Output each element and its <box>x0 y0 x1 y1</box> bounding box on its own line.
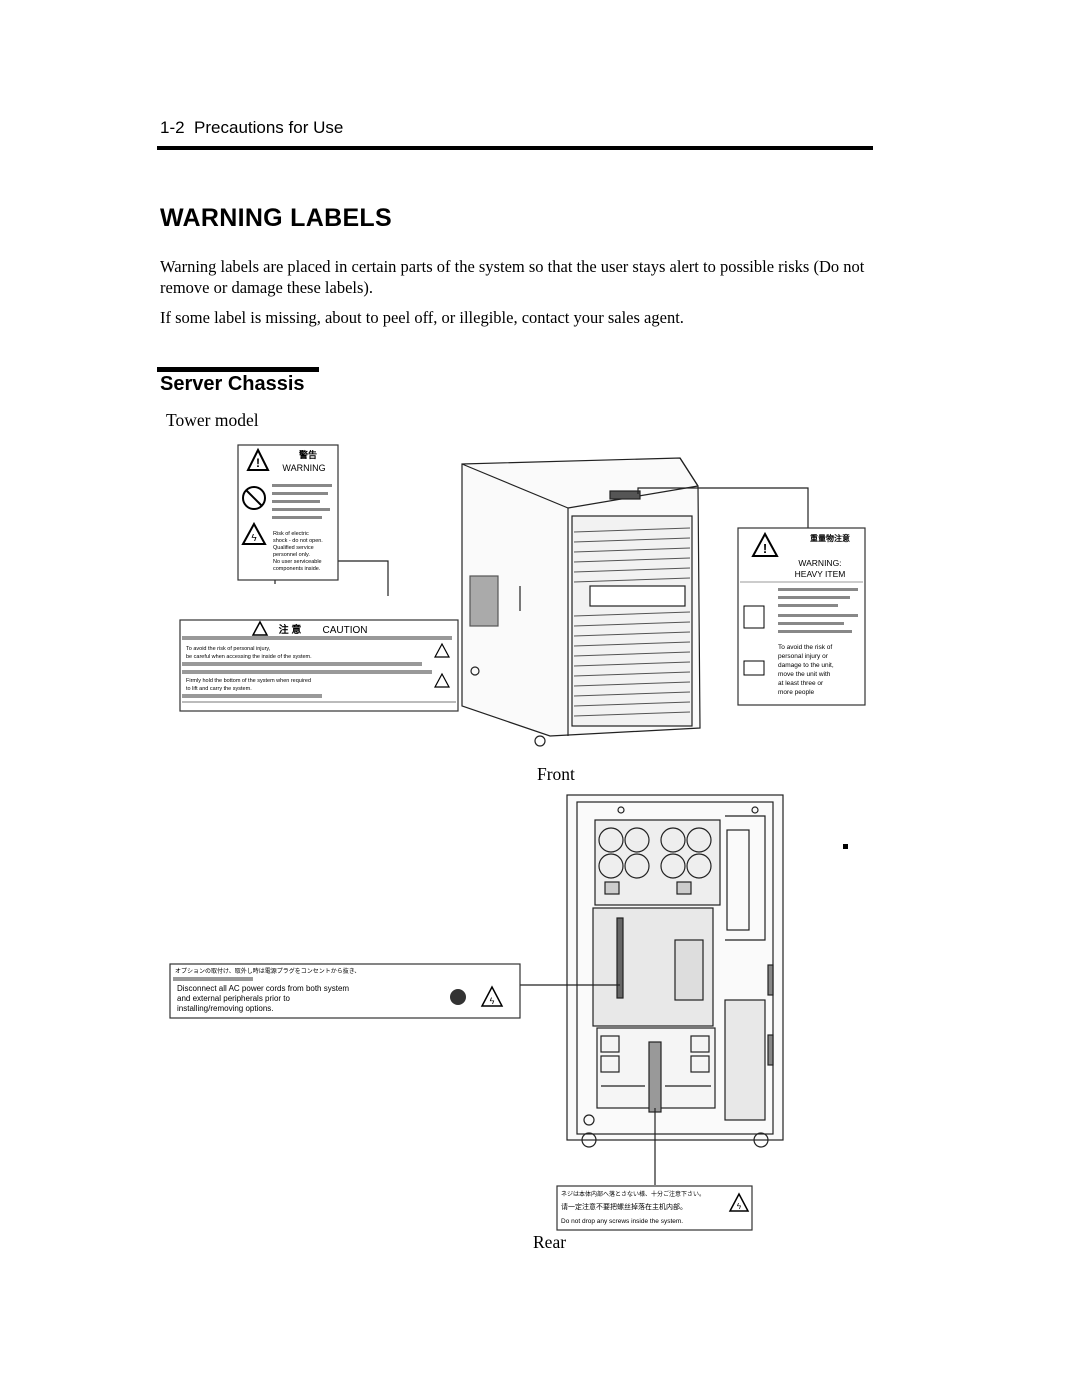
electric-line-1: Risk of electric <box>273 531 309 537</box>
screws-line: Do not drop any screws inside the system… <box>561 1218 683 1225</box>
label-heavy-item: ! 重量物注意 WARNING: HEAVY ITEM To avoid the… <box>737 527 866 706</box>
electric-line-4: personnel only. <box>273 552 310 558</box>
caution-jp-title: 注 意 <box>279 623 302 636</box>
heavy-jp-title: 重量物注意 <box>810 533 850 543</box>
header-rule <box>157 146 873 150</box>
label-screws: ネジは本体内部へ落とさない様、十分ご注意下さい。 请一定注意不要把螺丝掉落在主机… <box>556 1185 753 1231</box>
heavy-line-6: more people <box>778 689 815 696</box>
electric-line-6: components inside. <box>273 566 321 572</box>
screws-jp-line-1: ネジは本体内部へ落とさない様、十分ご注意下さい。 <box>561 1190 705 1198</box>
section-header-title: Precautions for Use <box>194 118 344 137</box>
caution-title: CAUTION <box>323 625 368 636</box>
contact-paragraph: If some label is missing, about to peel … <box>160 308 684 327</box>
server-tower-rear <box>566 794 784 1148</box>
section-ref: 1-2 <box>160 118 185 137</box>
front-caption: Front <box>537 764 575 784</box>
electric-hazard-icon <box>480 985 504 1007</box>
power-line-1: Disconnect all AC power cords from both … <box>177 984 349 993</box>
svg-text:ϟ: ϟ <box>251 533 257 544</box>
caution-line-3: Firmly hold the bottom of the system whe… <box>186 678 311 684</box>
screws-jp-line-2: 请一定注意不要把螺丝掉落在主机内部。 <box>561 1202 687 1211</box>
running-header: 1-2 Precautions for Use <box>160 118 343 138</box>
electric-line-5: No user serviceable <box>273 559 322 565</box>
section-title: Server Chassis <box>160 373 305 395</box>
svg-text:ϟ: ϟ <box>737 1202 742 1211</box>
label-electric-shock: ! 警告 WARNING ϟ Risk of electric shock - … <box>237 444 339 581</box>
heavy-line-3: damage to the unit, <box>778 662 834 669</box>
svg-text:!: ! <box>763 541 767 556</box>
rear-caption: Rear <box>533 1232 567 1252</box>
caution-line-4: to lift and carry the system. <box>186 686 252 692</box>
heavy-title-1: WARNING: <box>798 558 841 568</box>
power-line-2: and external peripherals prior to <box>177 994 291 1003</box>
caution-line-2: be careful when accessing the inside of … <box>186 654 312 660</box>
svg-text:ϟ: ϟ <box>490 996 495 1006</box>
leader-line-heavy <box>637 487 809 529</box>
electric-line-3: Qualified service <box>273 545 314 551</box>
svg-text:!: ! <box>256 456 260 470</box>
page-title: WARNING LABELS <box>160 204 392 232</box>
stray-mark <box>843 844 848 849</box>
unplug-icon <box>450 989 466 1005</box>
electric-line-2: shock - do not open. <box>273 538 323 544</box>
screw-hazard-icon <box>728 1192 750 1212</box>
electric-jp-title: 警告 <box>299 449 317 460</box>
label-caution: 注 意 CAUTION To avoid the risk of persona… <box>179 619 459 712</box>
section-rule <box>157 367 319 372</box>
heavy-line-1: To avoid the risk of <box>778 644 832 651</box>
front-diagram: ! 警告 WARNING ϟ Risk of electric shock - … <box>179 444 866 747</box>
caution-line-1: To avoid the risk of personal injury, <box>186 646 271 652</box>
fan-array <box>594 819 721 906</box>
electric-title: WARNING <box>282 463 325 473</box>
heavy-title-2: HEAVY ITEM <box>795 569 846 579</box>
tower-model-label: Tower model <box>166 410 259 430</box>
intro-paragraph: Warning labels are placed in certain par… <box>160 257 865 297</box>
server-tower-front <box>461 457 701 747</box>
heavy-line-2: personal injury or <box>778 653 829 660</box>
heavy-line-5: at least three or <box>778 680 824 687</box>
heavy-line-4: move the unit with <box>778 671 831 678</box>
rear-diagram: オプションの取付け、取外し時は電源プラグをコンセントから抜き、 Disconne… <box>169 794 848 1231</box>
power-line-3: installing/removing options. <box>177 1004 274 1013</box>
power-jp-line: オプションの取付け、取外し時は電源プラグをコンセントから抜き、 <box>175 967 360 975</box>
label-disconnect-power: オプションの取付け、取外し時は電源プラグをコンセントから抜き、 Disconne… <box>169 963 521 1019</box>
